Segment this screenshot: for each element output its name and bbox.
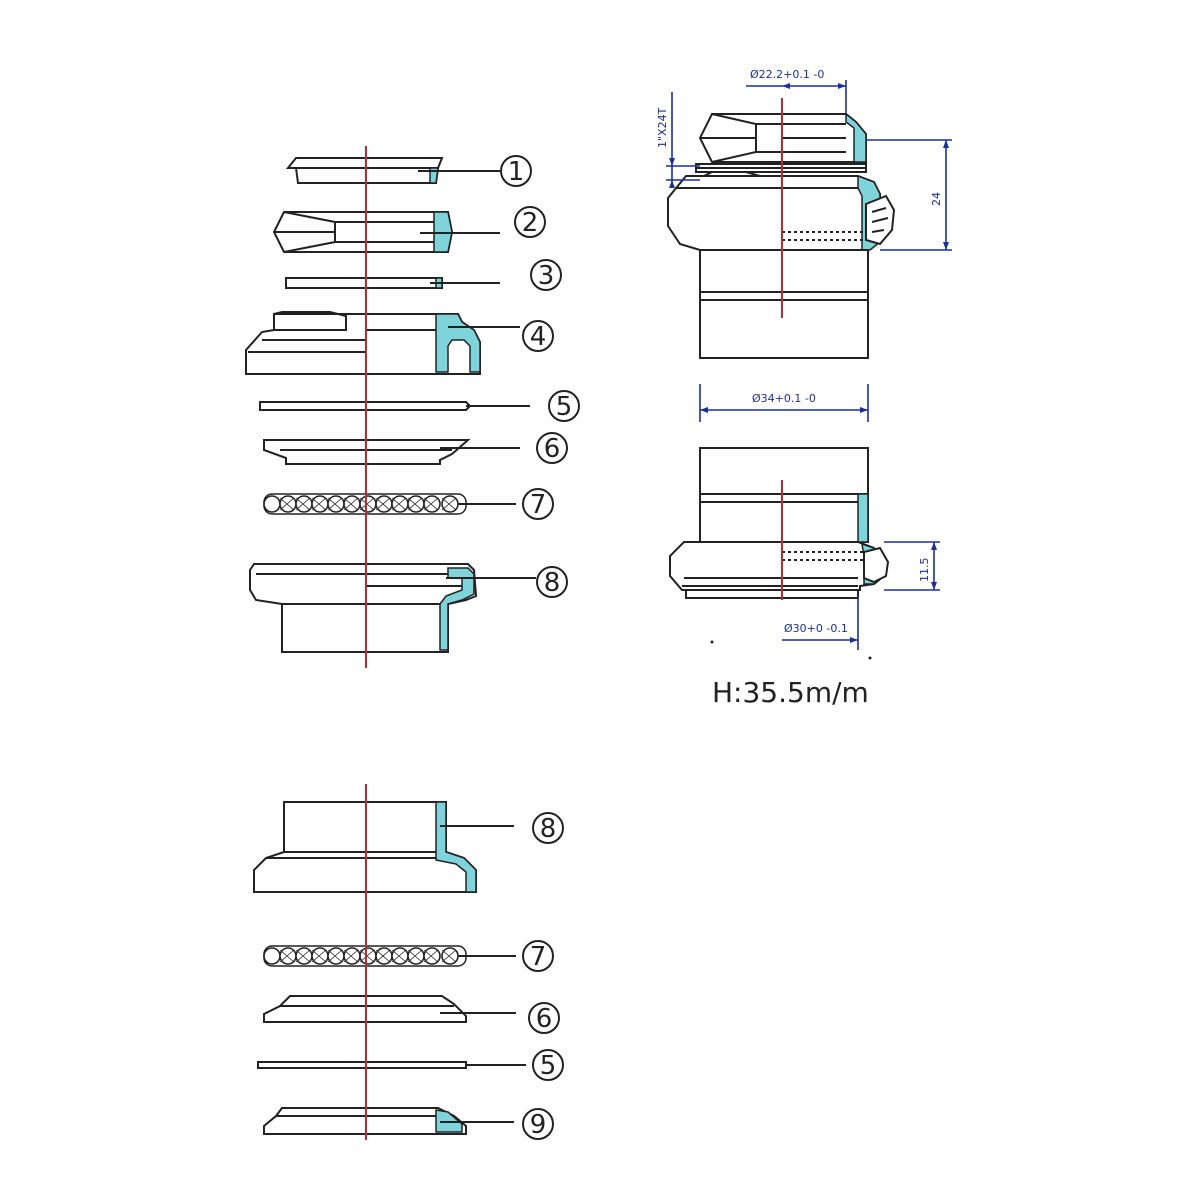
bearing-ball-mark (343, 949, 359, 963)
bearing-ball-mark (423, 497, 439, 511)
part-5-seal (259, 401, 530, 411)
bearing-ball-mark (391, 497, 407, 511)
upper-part-number-2-label: 2 (522, 208, 539, 238)
upper-part-number-1-label: 1 (508, 157, 525, 187)
upper-exploded-view (245, 146, 536, 668)
bearing-ball-mark (423, 949, 439, 963)
assembled-lower-bearing (863, 546, 890, 584)
dim-top-diameter-label: Ø22.2+0.1 -0 (750, 68, 824, 81)
dimension-tube-diameter: Ø34+0.1 -0 (699, 384, 869, 422)
upper-part-number-3-circle (530, 259, 562, 291)
part-8-lower-cup (249, 563, 536, 653)
upper-part-number-7-label: 7 (530, 490, 547, 520)
assembled-view: Ø22.2+0.1 -0 1"X24T 24 Ø34+0. (656, 68, 952, 709)
bearing-ball (263, 947, 281, 965)
upper-part-number-6-label: 6 (544, 434, 561, 464)
bearing-ball-mark (279, 497, 295, 511)
dimension-top-diameter: Ø22.2+0.1 -0 (746, 68, 847, 114)
bearing-ball-mark (441, 949, 457, 963)
lower-exploded-view (253, 784, 526, 1140)
part-4-upper-cup (245, 311, 520, 375)
bearing-ball-mark (407, 949, 423, 963)
lower-part-number-5-label: 5 (540, 1051, 557, 1081)
lower-part-number-6-circle (528, 1002, 560, 1034)
bearing-ball-mark (391, 949, 407, 963)
upper-part-number-6-circle (536, 432, 568, 464)
part-7-lower-bearing[interactable] (263, 945, 516, 967)
bearing-ball-mark (279, 949, 295, 963)
lower-part-number-9-label: 9 (530, 1110, 547, 1140)
part-6-cone (263, 439, 520, 465)
part-5-lower-seal (257, 1061, 526, 1069)
part-number-callouts: 1 2 3 4 5 6 7 8 8 7 6 5 9 (500, 155, 580, 1140)
upper-part-number-5-circle (548, 390, 580, 422)
lower-part-number-5-circle (532, 1049, 564, 1081)
dim-thread-label: 1"X24T (656, 107, 669, 148)
dimension-thread: 1"X24T (656, 92, 700, 188)
upper-part-number-5-label: 5 (556, 392, 573, 422)
lower-part-number-8-circle (532, 812, 564, 844)
bearing-ball-mark (343, 497, 359, 511)
part-7-bearing[interactable] (263, 493, 516, 515)
bearing-ball-mark (407, 497, 423, 511)
lower-part-number-8-label: 8 (540, 814, 557, 844)
part-3-washer (285, 277, 500, 289)
part-6-lower-cone (263, 995, 516, 1023)
bearing-ball-mark (375, 497, 391, 511)
lower-part-number-9-circle (522, 1108, 554, 1140)
bearing-ball-mark (295, 497, 311, 511)
bearing-ball-mark (327, 949, 343, 963)
bearing-ball-mark (441, 497, 457, 511)
bearing-ball-mark (375, 949, 391, 963)
dim-crown-height-label: 11.5 (918, 558, 931, 583)
bearing-ball-mark (311, 497, 327, 511)
bearing-ball-mark (311, 949, 327, 963)
part-8-lower-crown-cup (253, 801, 514, 893)
dim-stack-height-label: 24 (930, 192, 943, 206)
stack-height-caption: H:35.5m/m (712, 676, 869, 709)
dim-tube-diameter-label: Ø34+0.1 -0 (752, 392, 816, 405)
upper-part-number-1-circle (500, 155, 532, 187)
dim-crown-diameter-label: Ø30+0 -0.1 (784, 622, 848, 635)
part-2-locknut (272, 211, 500, 253)
part-9-crown-race (263, 1107, 514, 1135)
bearing-ball-mark (295, 949, 311, 963)
upper-part-number-2-circle (514, 206, 546, 238)
bearing-ball (263, 495, 281, 513)
upper-part-number-3-label: 3 (538, 261, 555, 291)
upper-part-number-4-label: 4 (530, 322, 547, 352)
upper-part-number-7-circle (522, 488, 554, 520)
dimension-stack-height: 24 (866, 139, 952, 251)
lower-part-number-7-label: 7 (530, 942, 547, 972)
lower-part-number-7-circle (522, 940, 554, 972)
assembled-crown-race (685, 589, 859, 599)
upper-part-number-8-circle (536, 566, 568, 598)
part-1-top-cap (285, 157, 500, 184)
dimension-crown-height: 11.5 (884, 541, 940, 591)
bearing-ball-mark (327, 497, 343, 511)
upper-part-number-4-circle (522, 320, 554, 352)
assembled-head-tube-upper (699, 249, 869, 359)
lower-part-number-6-label: 6 (536, 1004, 553, 1034)
dimension-crown-diameter: Ø30+0 -0.1 (782, 596, 859, 650)
upper-part-number-8-label: 8 (544, 568, 561, 598)
assembled-lower-cup (669, 541, 885, 591)
